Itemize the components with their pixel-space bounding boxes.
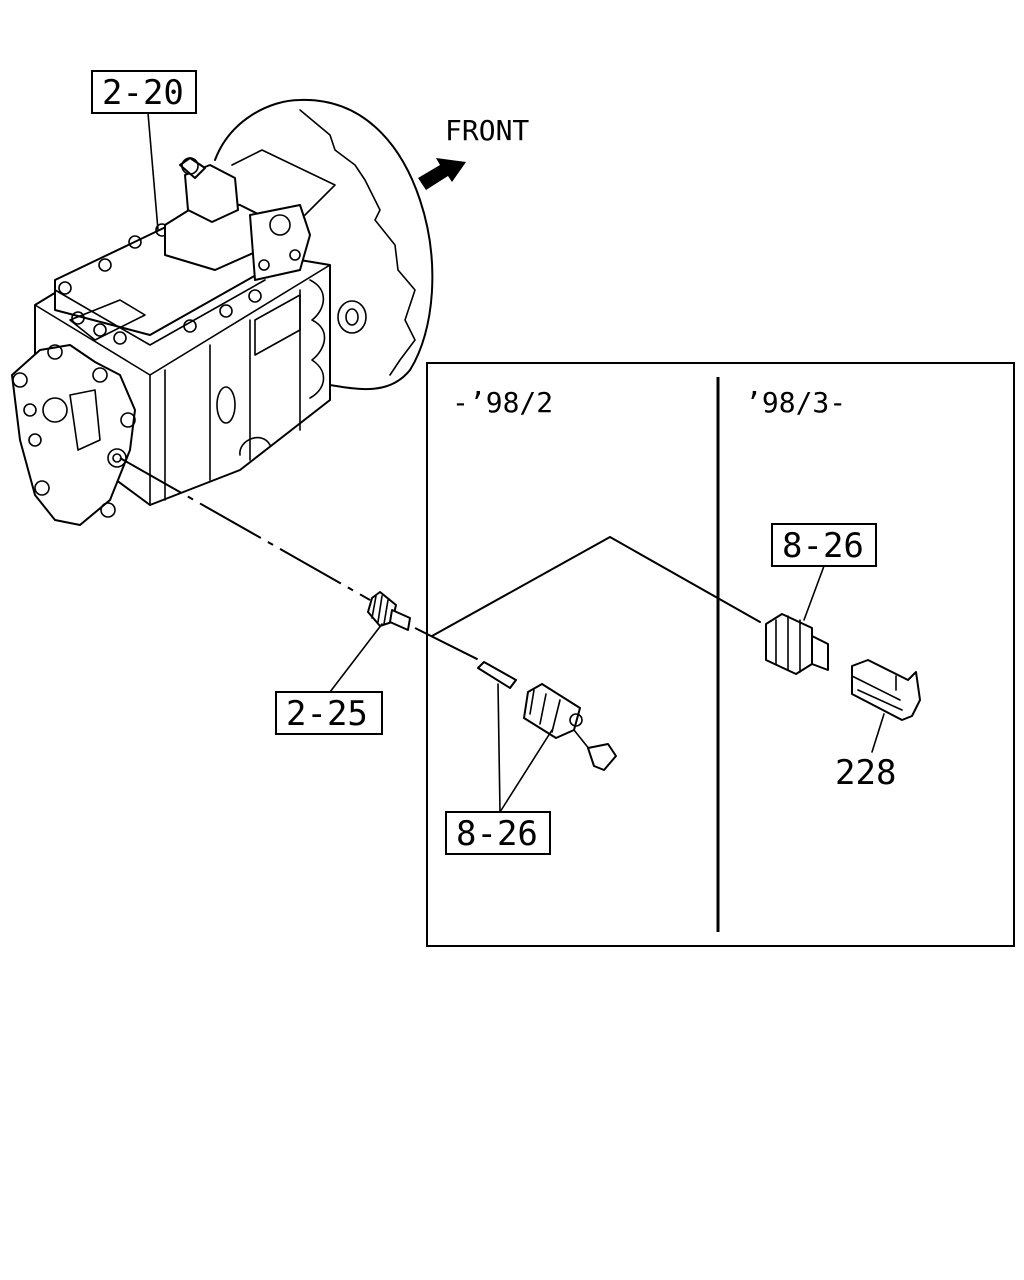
leader-8-26-late — [803, 565, 825, 621]
ref-box-8-26-late — [771, 523, 877, 567]
leader-8-26-early-pin — [497, 683, 501, 813]
plug-part-drawing — [367, 591, 411, 631]
ref-label-2-20: 2-20 — [102, 73, 184, 113]
ref-box-8-26-early — [445, 811, 551, 855]
early-switch-drawing — [477, 661, 617, 771]
connector-bracket — [431, 536, 761, 637]
inset-panel — [426, 362, 1015, 947]
front-arrow-icon — [418, 158, 466, 190]
late-switch-drawing — [765, 613, 829, 675]
leader-2-25 — [329, 623, 383, 693]
bracket-part-drawing — [851, 659, 921, 721]
ref-label-228: 228 — [835, 753, 896, 793]
leader-228 — [871, 713, 885, 753]
leader-2-20 — [147, 112, 159, 231]
ref-label-8-26-early: 8-26 — [456, 814, 538, 854]
front-label: FRONT — [445, 114, 529, 147]
center-line-switch — [414, 627, 496, 669]
ref-box-2-25 — [275, 691, 383, 735]
late-period-label: ’98/3- — [745, 386, 846, 419]
ref-label-8-26-late: 8-26 — [782, 526, 864, 566]
center-line-plug — [119, 457, 371, 601]
ref-box-2-20 — [91, 70, 197, 114]
early-period-label: -’98/2 — [452, 386, 553, 419]
leader-8-26-early-switch — [499, 729, 553, 813]
ref-label-2-25: 2-25 — [286, 694, 368, 734]
transmission-drawing — [11, 98, 434, 526]
